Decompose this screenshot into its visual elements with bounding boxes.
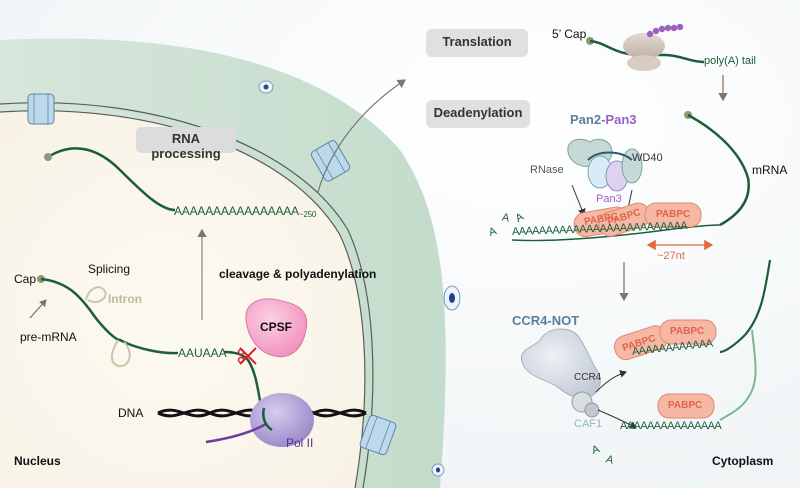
pre-mrna-strand xyxy=(40,277,179,355)
pre-mrna-pointer xyxy=(29,299,47,319)
pabpc-low-1 xyxy=(657,393,715,419)
wd40-label: WD40 xyxy=(632,152,663,164)
peptide-chain xyxy=(646,23,684,38)
intron-label: Intron xyxy=(108,292,142,306)
translation-box xyxy=(426,29,528,57)
ccr4-to-mid-arrow xyxy=(595,370,627,393)
vesicle-core xyxy=(436,467,440,473)
pan2-pan3-label: Pan2-Pan3 xyxy=(570,112,637,127)
vesicle-core xyxy=(449,293,455,303)
export-arrow xyxy=(317,79,406,193)
rnase-pointer xyxy=(571,184,586,216)
rnase-label: RNase xyxy=(530,164,564,176)
mrna-strand xyxy=(687,113,750,227)
pabpc-mid-2 xyxy=(659,319,717,345)
pol2-label: Pol II xyxy=(286,436,314,450)
inner-membrane xyxy=(0,110,366,488)
ccr4-not-label: CCR4-NOT xyxy=(512,313,580,328)
splicing-label: Splicing xyxy=(88,262,131,276)
ccr4-subunit xyxy=(571,391,600,418)
intron-loop-2 xyxy=(111,339,131,368)
deadenylation-box xyxy=(426,100,530,128)
rna-processing-box xyxy=(136,127,236,153)
dna-label: DNA xyxy=(118,406,144,420)
mrna-label: mRNA xyxy=(752,163,788,177)
mrna-strand-low xyxy=(719,329,757,421)
rna-processing-label: RNA processing xyxy=(151,131,221,161)
scissors-icon xyxy=(237,347,257,365)
vesicle-core xyxy=(263,84,269,90)
ccr4-label: CCR4 xyxy=(574,372,602,383)
free-a-4: A xyxy=(590,443,602,457)
pol2-enzyme xyxy=(250,393,314,447)
free-a-3: A xyxy=(513,210,526,226)
pabpc-low-label: PABPC xyxy=(668,400,703,411)
caf1-label: CAF1 xyxy=(574,418,603,430)
free-a-5: A xyxy=(604,453,615,467)
mrna-strand-mid xyxy=(719,259,772,354)
ribosome-small-subunit xyxy=(627,55,661,71)
cpsf-complex xyxy=(245,298,308,358)
free-a-2: A xyxy=(501,211,511,225)
ccr4-to-low-arrow xyxy=(597,409,637,429)
free-a-1: A xyxy=(487,225,499,239)
cap-label: Cap xyxy=(14,272,37,286)
polya-signal-label: AAUAAA xyxy=(178,346,227,360)
pabpc-top-3 xyxy=(644,202,702,228)
polya-tail-label: poly(A) tail xyxy=(704,55,756,67)
pan2-pan3-complex xyxy=(567,138,643,192)
pre-mrna-3prime xyxy=(223,350,264,413)
transcript-exit xyxy=(262,407,273,432)
deadenylation-label: Deadenylation xyxy=(433,105,523,120)
pabpc-top-3-label: PABPC xyxy=(656,209,691,220)
pan3-label: Pan3 xyxy=(596,193,622,205)
processed-polya-tail: AAAAAAAAAAAAAAAA~250 xyxy=(174,204,317,219)
nuclear-pore-lower xyxy=(359,414,397,456)
spacing-label: ~27nt xyxy=(657,250,685,262)
cytoplasm-label: Cytoplasm xyxy=(712,454,774,468)
nascent-transcript xyxy=(205,422,267,444)
nucleus-label: Nucleus xyxy=(14,454,61,468)
top-polya-tail: AAAAAAAAAAAAAAAAAAAAAAAAAA xyxy=(511,219,688,238)
intron-loop-1 xyxy=(85,286,107,303)
pre-mrna-label: pre-mRNA xyxy=(20,330,77,344)
nuclear-pore-left xyxy=(27,93,55,125)
translation-label: Translation xyxy=(442,34,512,49)
ribosome-large-subunit xyxy=(623,33,665,59)
processed-mrna-cap xyxy=(44,153,52,161)
low-polya-tail: AAAAAAAAAAAAAAA xyxy=(620,420,722,432)
nucleus-interior xyxy=(0,110,365,488)
five-cap-label: 5’ Cap xyxy=(552,27,587,41)
cleavage-label: cleavage & polyadenylation xyxy=(219,267,377,281)
pabpc-mid-2-label: PABPC xyxy=(670,326,705,337)
top-tail-line xyxy=(511,224,721,242)
cpsf-label: CPSF xyxy=(259,320,292,334)
outer-membrane xyxy=(0,102,374,488)
processed-mrna-strand xyxy=(47,147,176,212)
